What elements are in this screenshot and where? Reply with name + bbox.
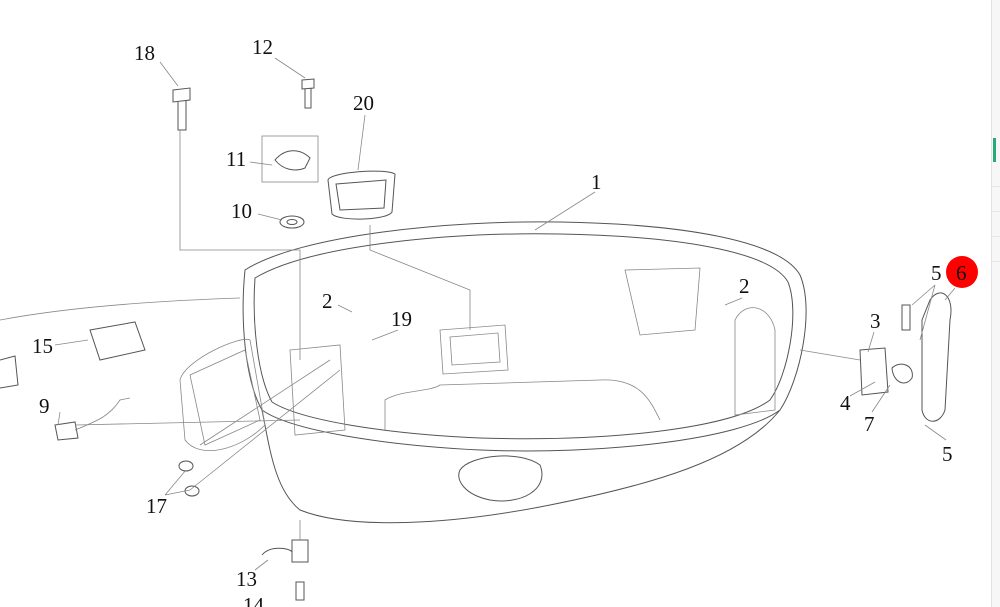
divider — [992, 186, 1000, 187]
callout-13[interactable]: 13 — [236, 567, 257, 591]
cowling-line-art — [0, 57, 956, 601]
callout-19[interactable]: 19 — [391, 307, 412, 331]
callout-1[interactable]: 1 — [591, 170, 602, 194]
callout-20[interactable]: 20 — [353, 91, 374, 115]
callout-11[interactable]: 11 — [226, 147, 246, 171]
callout-2[interactable]: 2 — [739, 274, 750, 298]
highlight-marker[interactable] — [946, 256, 978, 288]
callout-5[interactable]: 5 — [931, 261, 942, 285]
callout-17[interactable]: 17 — [146, 494, 167, 518]
status-mark — [993, 138, 996, 162]
callout-14[interactable]: 14 — [243, 593, 265, 607]
callout-12[interactable]: 12 — [252, 35, 273, 59]
divider — [992, 211, 1000, 212]
callout-15[interactable]: 15 — [32, 334, 53, 358]
callout-10[interactable]: 10 — [231, 199, 252, 223]
callout-18[interactable]: 18 — [134, 41, 155, 65]
callout-4[interactable]: 4 — [840, 391, 851, 415]
divider — [992, 236, 1000, 237]
callout-6-highlighted[interactable]: 6 — [956, 261, 967, 285]
callout-5[interactable]: 5 — [942, 442, 953, 466]
divider — [992, 261, 1000, 262]
callout-9[interactable]: 9 — [39, 394, 50, 418]
callout-2[interactable]: 2 — [322, 289, 333, 313]
callout-labels: 18 12 20 11 10 1 2 19 2 5 6 3 15 9 4 7 5… — [32, 35, 978, 607]
side-panel-scroll-edge[interactable] — [991, 0, 1000, 607]
callout-3[interactable]: 3 — [870, 309, 881, 333]
callout-7[interactable]: 7 — [864, 412, 875, 436]
